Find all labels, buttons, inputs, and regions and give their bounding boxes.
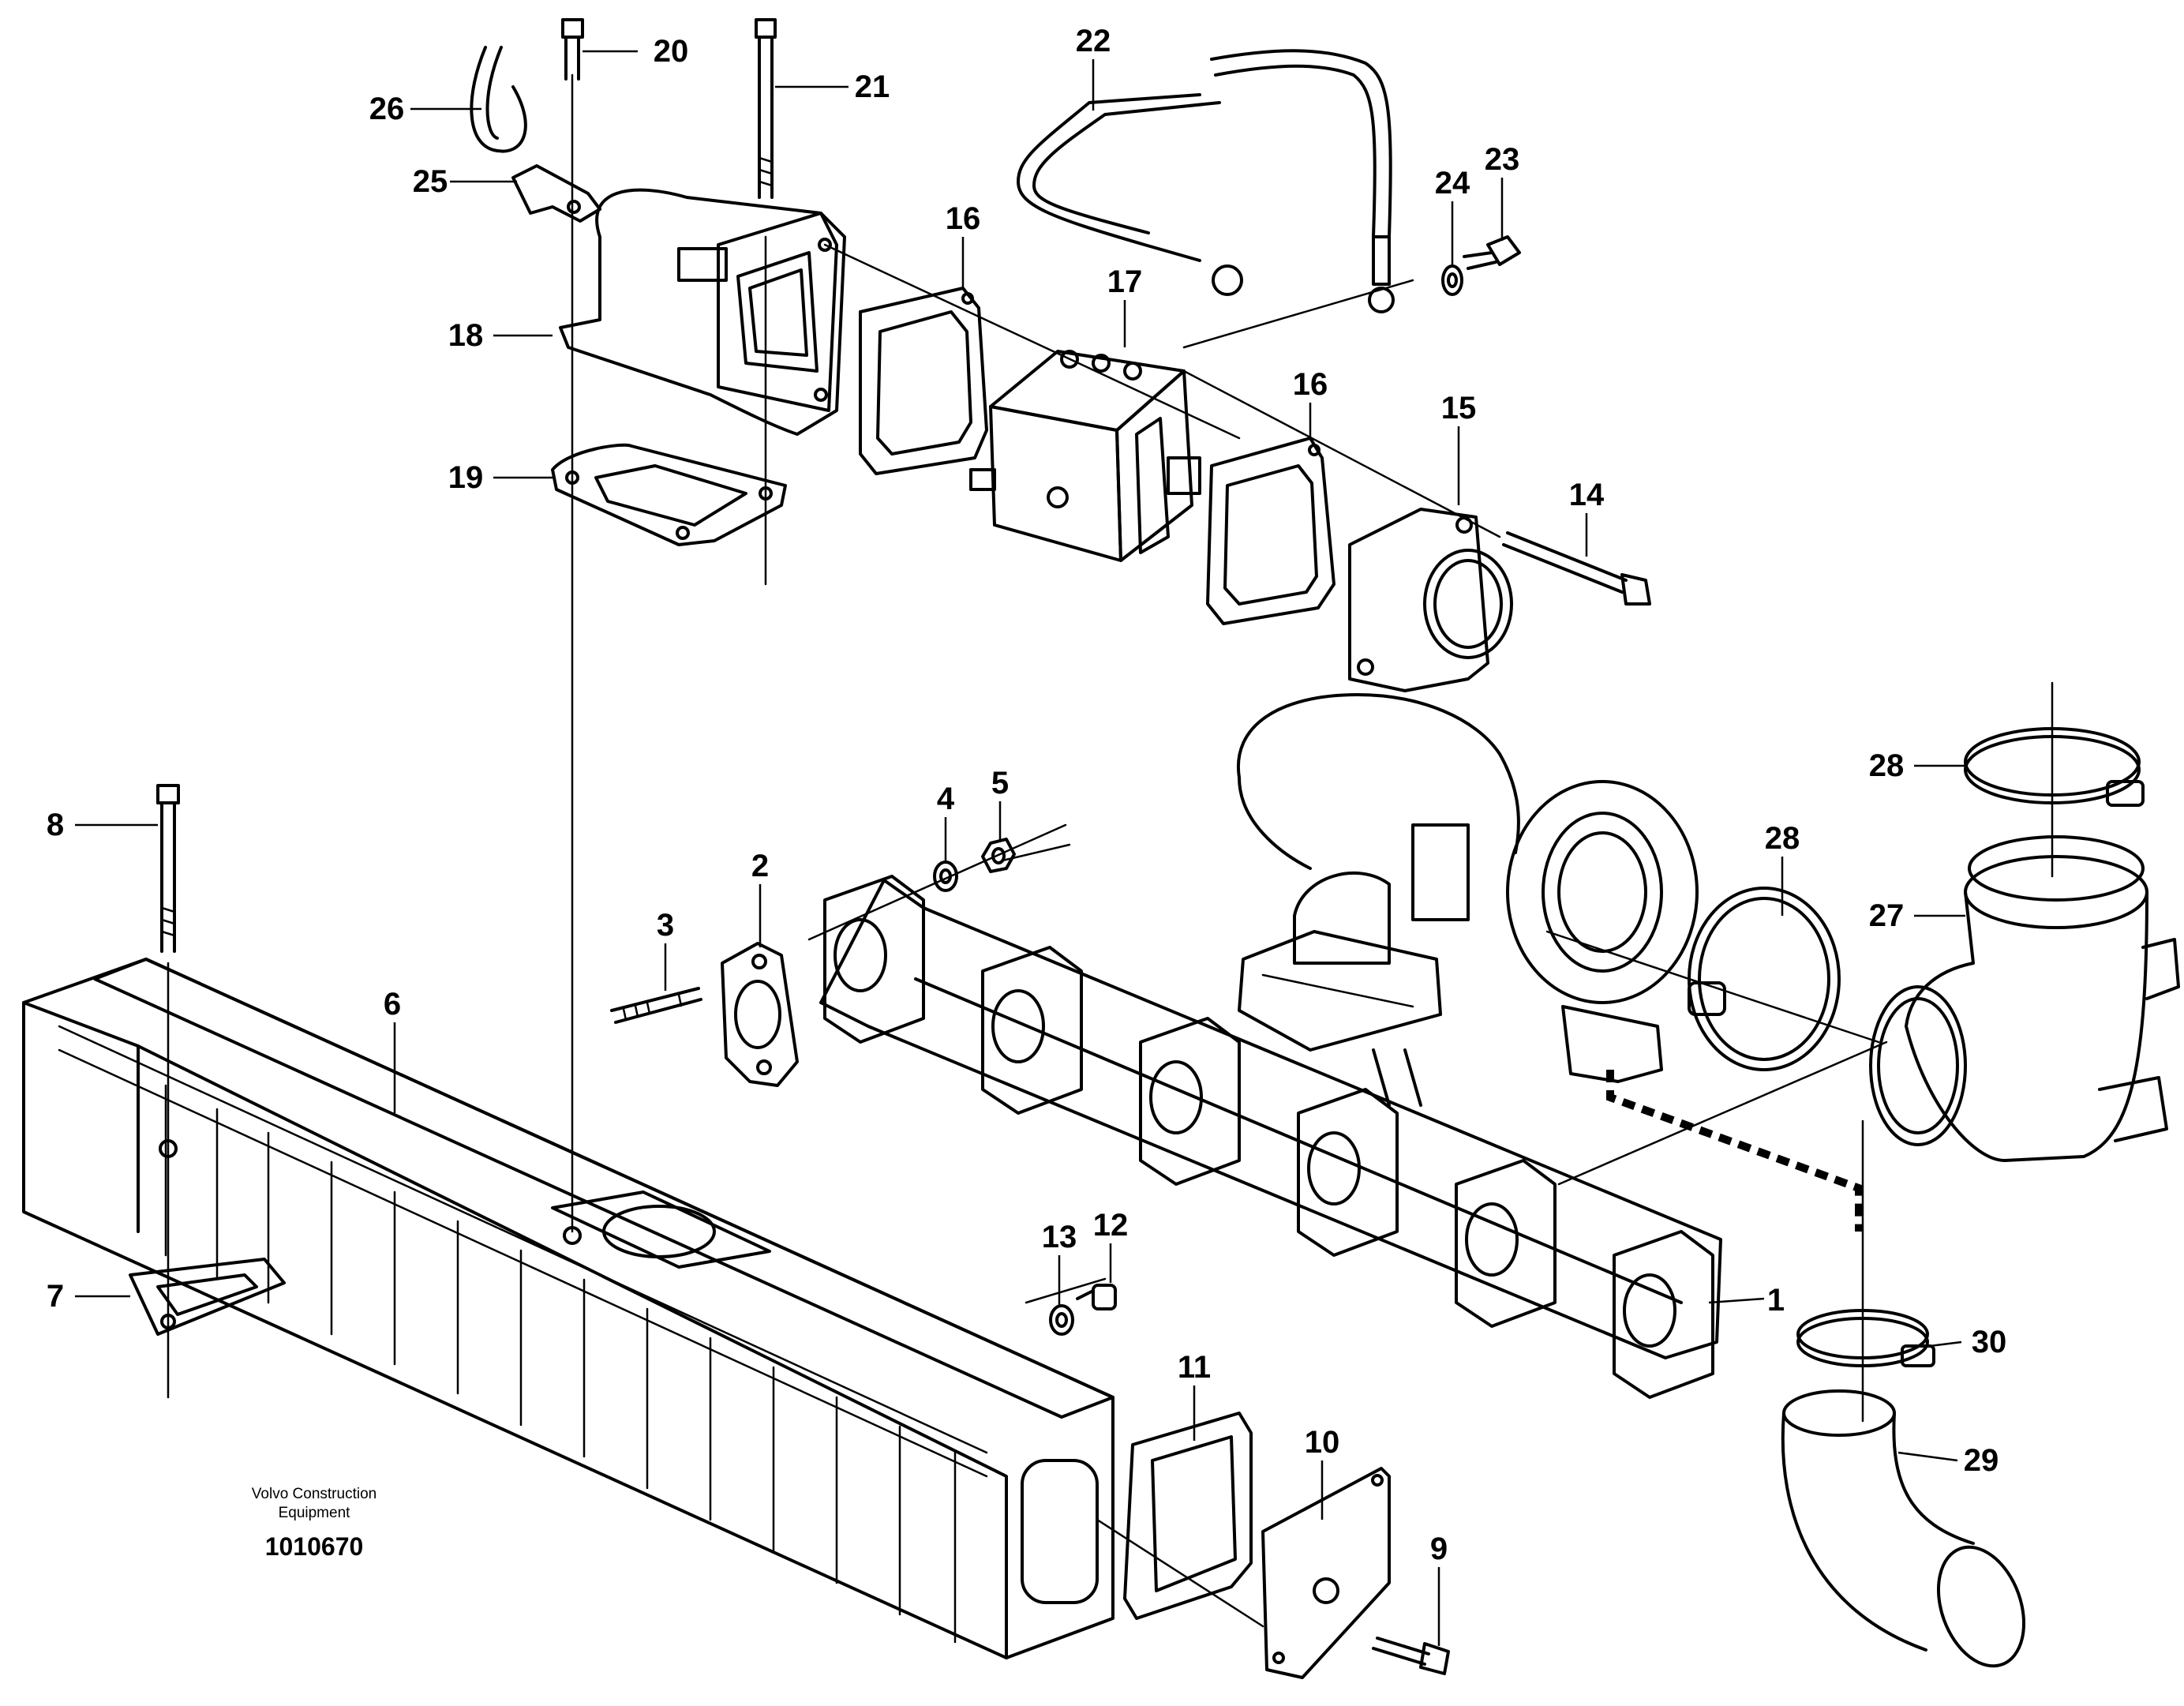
hose-clamp-28-top bbox=[1964, 727, 2145, 807]
stud-3 bbox=[610, 987, 702, 1024]
bolt-21 bbox=[755, 18, 777, 199]
callout-14: 14 bbox=[1569, 478, 1605, 512]
gasket-16-left bbox=[859, 287, 988, 475]
cable-tie-26 bbox=[470, 46, 527, 153]
callout-5: 5 bbox=[991, 766, 1009, 801]
callout-24: 24 bbox=[1435, 166, 1470, 201]
callout-25: 25 bbox=[413, 164, 448, 199]
callout-28-mid: 28 bbox=[1765, 821, 1800, 856]
callout-26: 26 bbox=[369, 92, 405, 126]
hose-clamp-30 bbox=[1796, 1309, 1935, 1367]
cover-plate-10 bbox=[1261, 1467, 1391, 1679]
gasket-7 bbox=[129, 1258, 286, 1336]
callout-10: 10 bbox=[1305, 1425, 1340, 1460]
connection-dashed-line bbox=[1606, 1070, 1863, 1232]
heater-element-17 bbox=[969, 350, 1201, 562]
washer-13 bbox=[1049, 1304, 1074, 1336]
callout-9: 9 bbox=[1430, 1532, 1448, 1566]
gasket-19 bbox=[551, 443, 787, 546]
callout-3: 3 bbox=[657, 908, 674, 943]
callout-30: 30 bbox=[1972, 1325, 2007, 1359]
callout-2: 2 bbox=[751, 849, 769, 883]
cable-22 bbox=[1017, 49, 1395, 313]
callout-27: 27 bbox=[1869, 898, 1905, 933]
callout-19: 19 bbox=[448, 460, 484, 495]
hose-clamp-28-mid bbox=[1688, 887, 1841, 1071]
preheater-housing bbox=[559, 188, 846, 436]
hose-elbow-29 bbox=[1781, 1389, 2026, 1668]
callout-29: 29 bbox=[1964, 1443, 1999, 1478]
callout-16-left: 16 bbox=[946, 201, 981, 236]
caption-line-1: Volvo Construction bbox=[252, 1486, 376, 1502]
callout-labels: 1 2 3 4 5 6 7 8 9 10 11 12 13 14 15 16 1… bbox=[47, 24, 2006, 1566]
callout-17: 17 bbox=[1107, 264, 1143, 299]
callout-6: 6 bbox=[384, 987, 401, 1022]
turbocharger bbox=[1236, 693, 1699, 1083]
callout-18: 18 bbox=[448, 318, 484, 353]
callout-8: 8 bbox=[47, 808, 64, 842]
gasket-16-right bbox=[1206, 437, 1335, 625]
callout-4: 4 bbox=[937, 782, 955, 816]
leader-lines bbox=[75, 50, 1965, 1646]
callout-11: 11 bbox=[1178, 1350, 1211, 1385]
caption-line-2: Equipment bbox=[279, 1505, 351, 1521]
callout-16-right: 16 bbox=[1293, 367, 1328, 402]
caption-code: 1010670 bbox=[265, 1532, 364, 1561]
flange-15 bbox=[1348, 508, 1513, 692]
callout-21: 21 bbox=[855, 69, 890, 104]
exhaust-manifold-1 bbox=[819, 875, 1722, 1399]
callout-23: 23 bbox=[1485, 142, 1520, 177]
bolt-14 bbox=[1502, 531, 1651, 606]
bolt-23 bbox=[1463, 235, 1521, 270]
bolt-12 bbox=[1076, 1284, 1117, 1310]
gasket-11 bbox=[1123, 1412, 1253, 1620]
manifold-flanges bbox=[823, 875, 1714, 1399]
callout-1: 1 bbox=[1767, 1283, 1785, 1318]
bolt-20 bbox=[561, 18, 584, 81]
elbow-pipe-27 bbox=[1869, 835, 2180, 1162]
bolt-9 bbox=[1372, 1637, 1450, 1675]
callout-28-top: 28 bbox=[1869, 748, 1905, 783]
bracket-25 bbox=[511, 164, 601, 223]
callout-13: 13 bbox=[1042, 1220, 1077, 1254]
callout-15: 15 bbox=[1441, 391, 1477, 426]
gasket-2 bbox=[721, 942, 799, 1087]
washer-4 bbox=[933, 860, 958, 892]
washer-24 bbox=[1441, 264, 1463, 296]
intake-manifold bbox=[22, 958, 1114, 1659]
nut-5 bbox=[981, 838, 1016, 873]
callout-20: 20 bbox=[654, 34, 689, 69]
callout-22: 22 bbox=[1076, 24, 1111, 58]
callout-12: 12 bbox=[1093, 1208, 1129, 1243]
callout-7: 7 bbox=[47, 1279, 64, 1314]
diagram-caption: Volvo Construction Equipment 1010670 bbox=[252, 1486, 376, 1561]
bolt-8 bbox=[156, 784, 180, 953]
